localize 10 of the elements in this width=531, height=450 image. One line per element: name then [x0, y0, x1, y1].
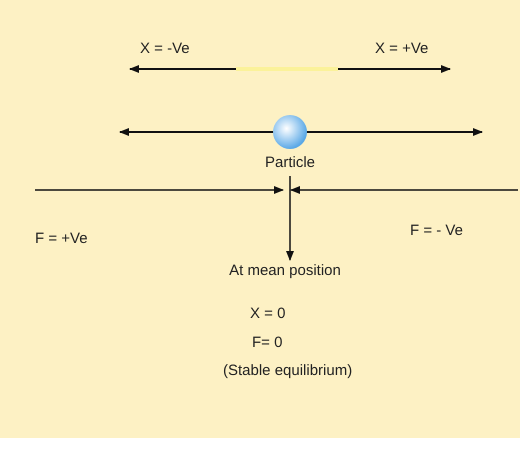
- arrow: [286, 176, 294, 261]
- force-label: F = - Ve: [410, 222, 463, 239]
- caption: (Stable equilibrium): [223, 362, 352, 379]
- equation: F= 0: [252, 334, 282, 351]
- particle-label: Particle: [264, 154, 316, 171]
- axis-label: X = -Ve: [140, 40, 190, 57]
- force-label: F = +Ve: [35, 230, 88, 247]
- equation: X = 0: [250, 305, 286, 322]
- node-label: At mean position: [228, 262, 342, 279]
- axis-label: X = +Ve: [375, 40, 428, 57]
